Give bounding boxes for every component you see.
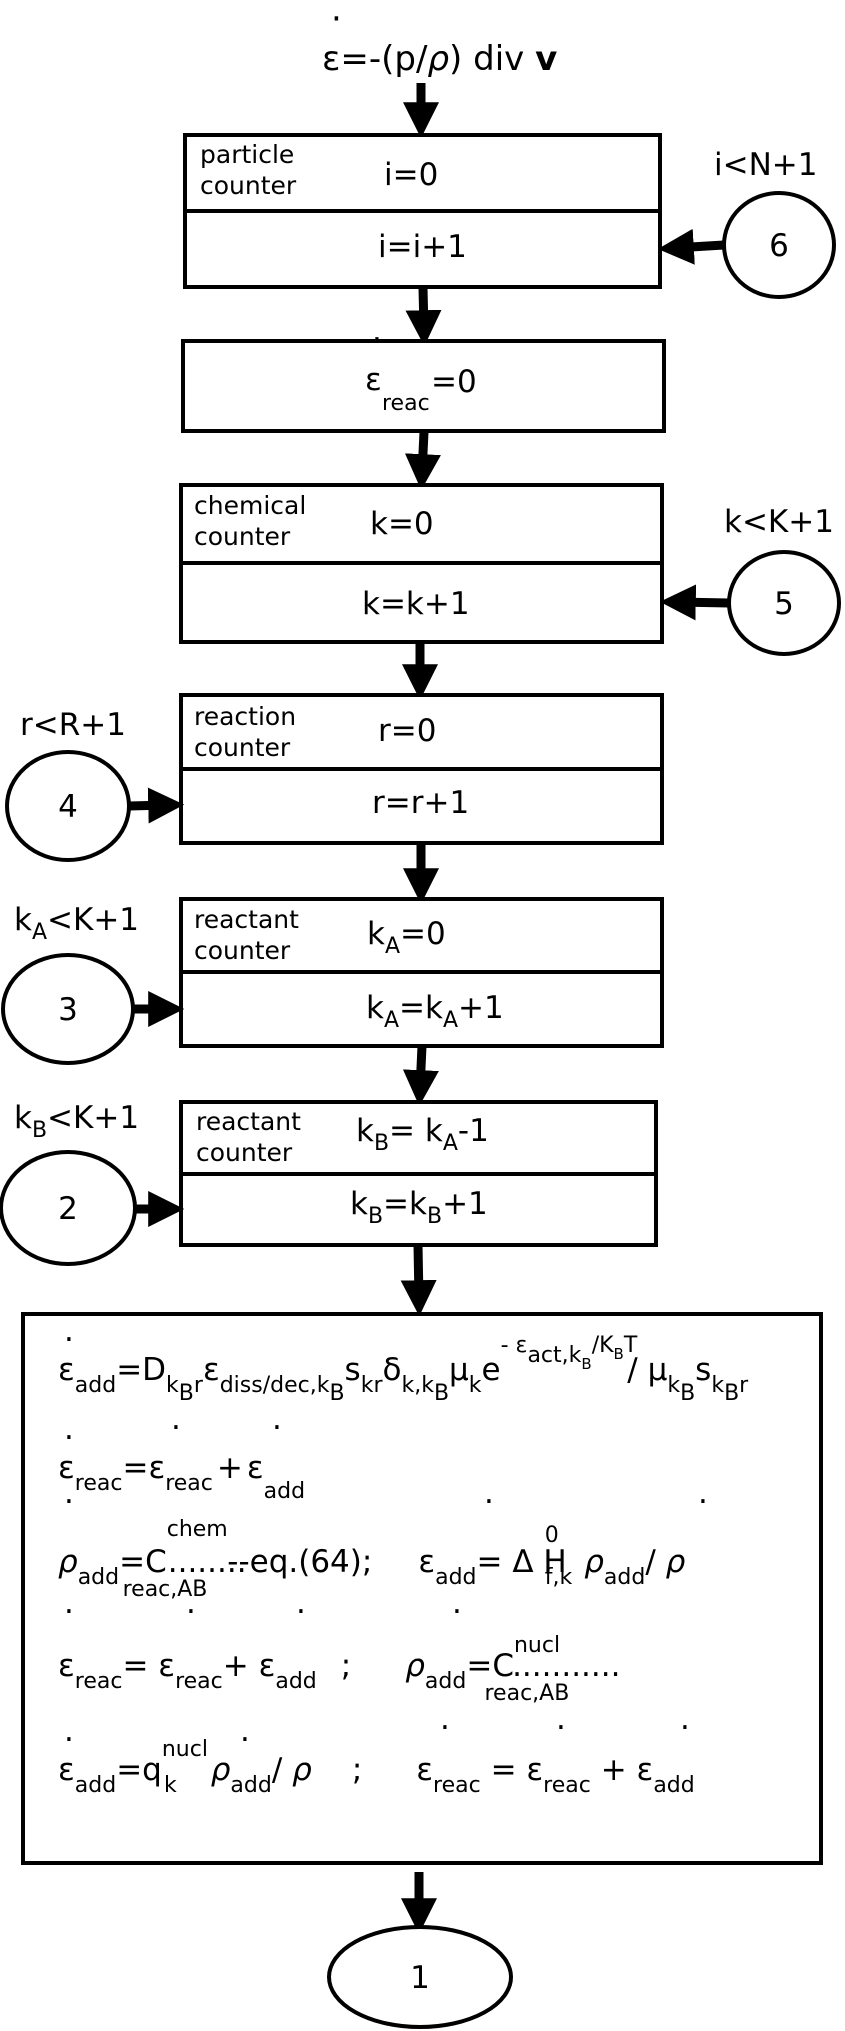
- particle-loop-node: i<N+1 6: [657, 147, 836, 299]
- reac-init-sub: reac: [382, 391, 430, 416]
- arrow-reac-to-chemical: [404, 431, 441, 491]
- reactantA-counter-box: reactant counter kA=0 kA=kA+1: [179, 897, 664, 1048]
- dot-mark: ·: [452, 1594, 462, 1630]
- reac-init-eps: ε: [365, 362, 382, 398]
- node-2-label: 2: [58, 1191, 78, 1227]
- reaction-loop-node: r<R+1 4: [5, 707, 185, 862]
- equation-line-2: · · · εreac=εreac+εadd: [58, 1410, 305, 1504]
- equations-box: [21, 1312, 823, 1865]
- particle-increment: i=i+1: [378, 229, 467, 265]
- arrow-particle-to-reac: [405, 287, 442, 347]
- dot-mark: ·: [484, 1484, 494, 1520]
- chemical-counter-box: chemical counter k=0 k=k+1: [179, 483, 664, 644]
- node-3-label: 3: [58, 992, 78, 1028]
- reactantB-increment: kB=kB+1: [350, 1186, 488, 1229]
- node-1-circle: [327, 1925, 513, 2029]
- node-4-label: 4: [58, 789, 78, 825]
- equation-line-4: · · · · εreac= εreac+ εadd;ρadd=Cnucl...…: [58, 1594, 620, 1706]
- reaction-label-line2: counter: [194, 733, 291, 762]
- reactantA-increment: kA=kA+1: [366, 990, 504, 1033]
- reac-init-outline: [181, 339, 666, 433]
- dot-mark: ·: [272, 1410, 282, 1446]
- reaction-condition: r<R+1: [20, 707, 126, 743]
- dot-mark: ·: [440, 1710, 450, 1746]
- end-node: 1: [327, 1925, 513, 2029]
- chemical-condition: k<K+1: [724, 504, 834, 540]
- reactantB-label-line1: reactant: [196, 1107, 301, 1136]
- dot-mark: ·: [680, 1710, 690, 1746]
- reaction-label-line1: reaction: [194, 702, 296, 731]
- reaction-init: r=0: [378, 713, 436, 749]
- dot-mark: ·: [240, 1722, 250, 1758]
- particle-counter-box: particle counter i=0 i=i+1: [183, 133, 662, 289]
- header-equation: · ε=-(p/ρ) div v: [322, 0, 557, 79]
- reac-init-box: · ε reac =0: [181, 322, 666, 433]
- chemical-label-line1: chemical: [194, 491, 306, 520]
- arrow-node4-to-reaction: [128, 787, 185, 824]
- reactantB-label-line2: counter: [196, 1138, 293, 1167]
- dot-mark: ·: [331, 0, 342, 39]
- dot-mark: ·: [64, 1322, 74, 1358]
- arrow-node5-to-chemical: [659, 584, 730, 621]
- chemical-label-line2: counter: [194, 522, 291, 551]
- node-5-label: 5: [774, 586, 794, 622]
- dot-mark: ·: [64, 1420, 74, 1456]
- equation-line-1: · εadd=DkBrεdiss/dec,kBskrδk,kBμke- εact…: [58, 1322, 749, 1406]
- dot-mark: ·: [186, 1594, 196, 1630]
- reactantA-label-line2: counter: [194, 936, 291, 965]
- reaction-counter-box: reaction counter r=0 r=r+1: [179, 693, 664, 845]
- equation-line-4-text: εreac= εreac+ εadd;ρadd=Cnucl...........…: [58, 1633, 620, 1706]
- reac-init-value: =0: [431, 364, 477, 400]
- particle-label-line2: counter: [200, 171, 297, 200]
- reactantB-loop-node: kB<K+1 2: [0, 1100, 185, 1266]
- flow-arrows: [400, 83, 442, 1935]
- node-6-label: 6: [769, 228, 789, 264]
- dot-mark: ·: [64, 1484, 74, 1520]
- arrow-reactantB-to-equations: [400, 1244, 437, 1317]
- equation-line-3: · · · ρadd=Cchem........reac,AB --eq.(64…: [58, 1484, 708, 1602]
- arrow-node6-to-particle: [657, 228, 725, 265]
- arrow-reactantA-to-reactantB: [402, 1045, 439, 1107]
- dot-mark: ·: [64, 1594, 74, 1630]
- particle-init: i=0: [384, 157, 438, 193]
- reactantB-init: kB= kA-1: [356, 1113, 489, 1156]
- node-1-label: 1: [410, 1960, 430, 1996]
- reactantB-counter-box: reactant counter kB= kA-1 kB=kB+1: [179, 1100, 658, 1247]
- reactantA-init: kA=0: [367, 916, 446, 959]
- reactantA-label-line1: reactant: [194, 905, 299, 934]
- chemical-increment: k=k+1: [362, 586, 470, 622]
- dot-mark: ·: [372, 322, 382, 358]
- particle-label-line1: particle: [200, 140, 294, 169]
- reactantA-loop-node: kA<K+1 3: [1, 902, 185, 1065]
- particle-condition: i<N+1: [714, 147, 817, 183]
- dot-mark: ·: [698, 1484, 708, 1520]
- dot-mark: ·: [556, 1710, 566, 1746]
- chemical-init: k=0: [370, 506, 434, 542]
- equation-line-1-text: εadd=DkBrεdiss/dec,kBskrδk,kBμke- εact,k…: [58, 1333, 749, 1406]
- reactantB-condition: kB<K+1: [14, 1100, 139, 1143]
- header-equation-text: ε=-(p/ρ) div v: [322, 39, 557, 79]
- equation-line-2-text: εreac=εreac+εadd: [58, 1450, 305, 1504]
- dot-mark: ·: [296, 1594, 306, 1630]
- reaction-increment: r=r+1: [372, 785, 469, 821]
- chemical-loop-node: k<K+1 5: [659, 504, 841, 656]
- reactantA-condition: kA<K+1: [14, 902, 139, 945]
- dot-mark: ·: [64, 1722, 74, 1758]
- dot-mark: ·: [171, 1410, 181, 1446]
- equation-line-3-text: ρadd=Cchem........reac,AB --eq.(64);εadd…: [58, 1517, 686, 1602]
